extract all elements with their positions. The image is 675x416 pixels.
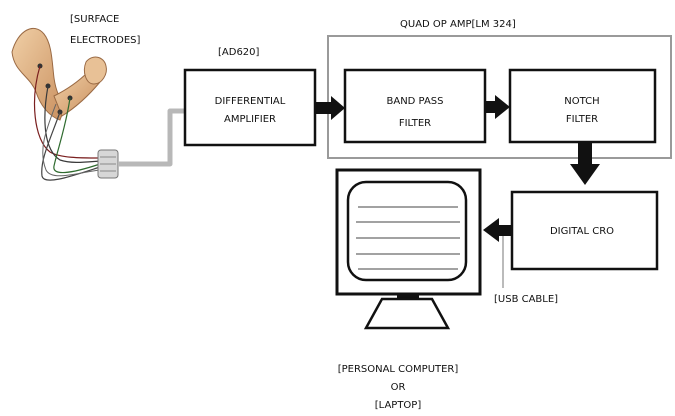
notch-filter-label-line1: NOTCH [564,96,599,107]
surface-electrodes-label-line2: ELECTRODES] [70,35,140,46]
arrow-diff-to-bandpass [315,96,345,120]
differential-amplifier-block [183,68,317,147]
band-pass-filter-label-line1: BAND PASS [387,96,444,107]
differential-amplifier-label-line1: DIFFERENTIAL [215,96,286,107]
arm-illustration [11,28,119,181]
notch-filter-block [508,68,657,144]
usb-cable-label: [USB CABLE] [494,294,558,305]
electrode-cable [118,108,185,167]
differential-amplifier-label-line2: AMPLIFIER [224,114,276,125]
computer-monitor [335,168,482,330]
ad620-label: [AD620] [218,47,260,58]
surface-electrodes-label-line1: [SURFACE [70,14,119,25]
pc-label-line3: [LAPTOP] [375,400,422,411]
notch-filter-label-line2: FILTER [566,114,598,125]
quad-op-amp-label: QUAD OP AMP[LM 324] [400,19,516,30]
pc-label-line2: OR [391,382,406,393]
quad-op-amp-group [327,35,672,159]
arrow-notch-to-cro [570,142,600,185]
digital-cro-block [510,190,659,271]
band-pass-filter-label-line2: FILTER [399,118,431,129]
digital-cro-label: DIGITAL CRO [550,226,614,237]
arrow-bandpass-to-notch [485,95,510,119]
pc-label-line1: [PERSONAL COMPUTER] [338,364,459,375]
arrow-cro-to-computer [483,218,512,242]
